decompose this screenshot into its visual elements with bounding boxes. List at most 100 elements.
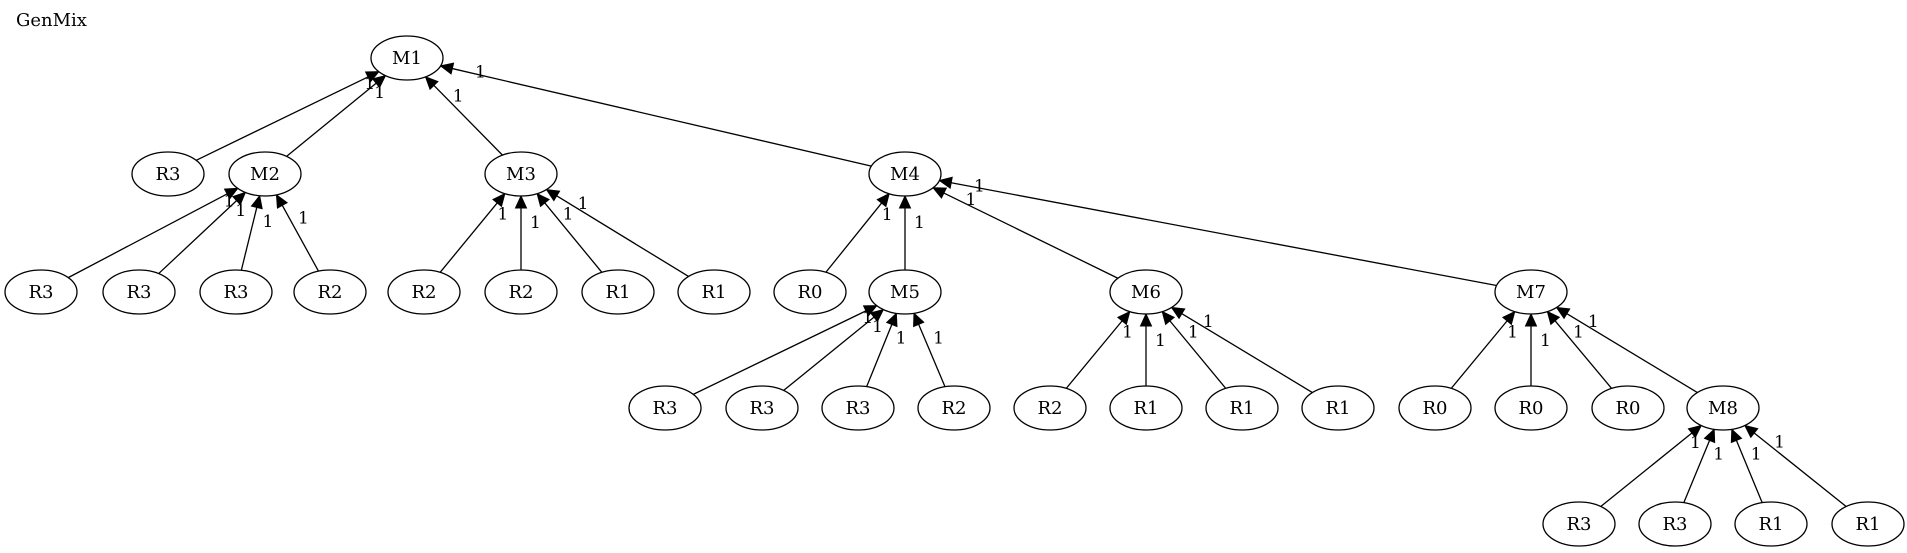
edge-line xyxy=(286,82,377,157)
node-m2: M2 xyxy=(228,151,302,197)
edge-m5-to-m4: 1 xyxy=(898,194,925,270)
node-ellipse xyxy=(1301,385,1375,431)
node-ellipse xyxy=(1109,269,1183,315)
edge-label: 1 xyxy=(1155,331,1166,351)
node-label: M2 xyxy=(250,164,280,185)
node-ellipse xyxy=(293,269,367,315)
edge-line xyxy=(67,193,228,279)
edge-label: 1 xyxy=(563,205,574,225)
node-label: R0 xyxy=(797,282,822,303)
edge-line xyxy=(1169,320,1227,389)
edge-label: 1 xyxy=(872,317,883,337)
edge-line xyxy=(692,310,867,395)
node-label: M3 xyxy=(506,164,536,185)
edge-label: 1 xyxy=(1713,444,1724,464)
edge-r1c-to-m6: 1 xyxy=(1139,312,1166,386)
edge-m3-to-m1: 1 xyxy=(424,76,503,156)
edge-label: 1 xyxy=(896,328,907,348)
node-label: R3 xyxy=(1662,514,1687,535)
edge-r3e-to-m5: 1 xyxy=(692,305,878,395)
arrowhead xyxy=(371,74,387,89)
edge-m6-to-m4: 1 xyxy=(932,187,1119,279)
node-label: R3 xyxy=(652,398,677,419)
edge-line xyxy=(1566,313,1698,394)
node-ellipse xyxy=(581,269,655,315)
edge-m2-to-m1: 1 xyxy=(286,74,387,157)
edge-line xyxy=(240,207,258,271)
arrowhead xyxy=(364,71,380,83)
arrowhead xyxy=(932,187,948,199)
edge-label: 1 xyxy=(578,194,589,214)
node-ellipse xyxy=(725,385,799,431)
node-ellipse xyxy=(628,385,702,431)
node-r3i: R3 xyxy=(1638,501,1712,547)
node-r3b: R3 xyxy=(4,269,78,315)
edge-label: 1 xyxy=(453,86,464,106)
node-r1b: R1 xyxy=(677,269,751,315)
edge-r3b-to-m2: 1 xyxy=(67,187,239,279)
edge-label: 1 xyxy=(298,209,309,229)
edge-m8-to-m7: 1 xyxy=(1555,306,1698,394)
node-ellipse xyxy=(484,269,558,315)
node-ellipse xyxy=(228,151,302,197)
edge-label: 1 xyxy=(224,191,235,211)
node-ellipse xyxy=(102,269,176,315)
edge-m4-to-m1: 1 xyxy=(439,62,872,167)
node-label: R2 xyxy=(508,282,533,303)
arrowhead xyxy=(1524,312,1538,327)
arrowhead xyxy=(492,192,506,208)
edge-line xyxy=(544,202,603,273)
node-label: R3 xyxy=(223,282,248,303)
edge-line xyxy=(943,192,1119,279)
node-ellipse xyxy=(1494,269,1568,315)
node-r3e: R3 xyxy=(628,385,702,431)
edge-r2c-to-m3: 1 xyxy=(514,194,541,270)
node-r2b: R2 xyxy=(387,269,461,315)
edge-label: 1 xyxy=(530,213,541,233)
edge-label: 1 xyxy=(1188,323,1199,343)
edge-label: 1 xyxy=(374,83,385,103)
node-ellipse xyxy=(1686,385,1760,431)
node-r1a: R1 xyxy=(581,269,655,315)
arrowhead xyxy=(424,76,439,91)
node-ellipse xyxy=(484,151,558,197)
edge-line xyxy=(556,195,689,277)
arrowhead xyxy=(1703,428,1716,444)
edge-r3a-to-m1: 1 xyxy=(195,71,380,161)
node-r3a: R3 xyxy=(131,151,205,197)
edge-line xyxy=(433,84,503,156)
node-label: R2 xyxy=(317,282,342,303)
edge-label: 1 xyxy=(933,328,944,348)
edge-line xyxy=(452,67,872,167)
arrowhead xyxy=(885,312,898,328)
edge-r0c-to-m7: 1 xyxy=(1524,312,1551,386)
node-ellipse xyxy=(1109,385,1183,431)
node-ellipse xyxy=(4,269,78,315)
arrowhead xyxy=(913,312,925,328)
node-r3d: R3 xyxy=(199,269,273,315)
arrowhead xyxy=(536,192,550,208)
node-label: R0 xyxy=(1615,398,1640,419)
node-label: R3 xyxy=(845,398,870,419)
node-label: R2 xyxy=(411,282,436,303)
node-ellipse xyxy=(387,269,461,315)
arrowhead xyxy=(898,194,912,209)
edge-r1a-to-m3: 1 xyxy=(536,192,603,273)
node-ellipse xyxy=(1831,501,1905,547)
node-label: R3 xyxy=(28,282,53,303)
edge-m7-to-m4: 1 xyxy=(938,176,1497,287)
node-ellipse xyxy=(1494,385,1568,431)
diagram-title: GenMix xyxy=(16,10,87,31)
node-r2d: R2 xyxy=(917,385,991,431)
edge-line xyxy=(439,202,498,273)
arrowhead xyxy=(231,191,247,206)
node-r1g: R1 xyxy=(1831,501,1905,547)
edge-r1g-to-m8: 1 xyxy=(1743,424,1847,508)
node-ellipse xyxy=(1542,501,1616,547)
node-r0d: R0 xyxy=(1591,385,1665,431)
edge-line xyxy=(866,324,893,387)
node-label: M5 xyxy=(890,282,920,303)
